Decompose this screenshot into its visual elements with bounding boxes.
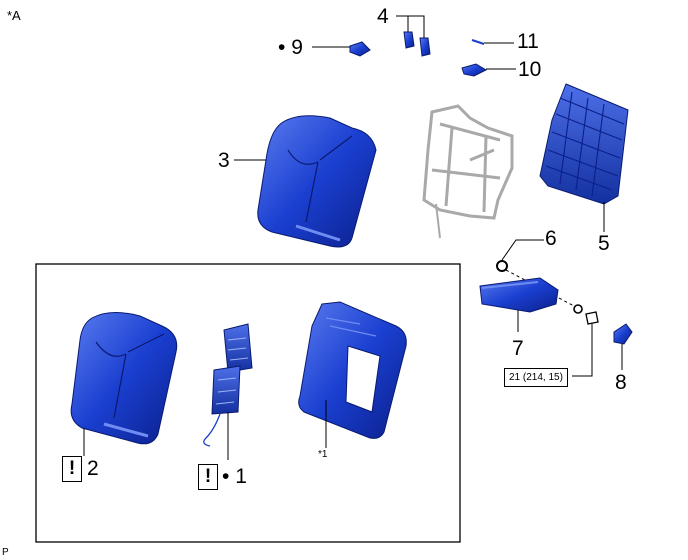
bolt xyxy=(585,311,599,325)
part-4-headrest-supports xyxy=(403,31,431,57)
callout-7: 7 xyxy=(512,337,524,360)
part-8-hinge-cover xyxy=(613,323,633,345)
part-2-seatback-cover xyxy=(70,312,178,445)
seat-frame xyxy=(422,104,514,239)
callout-1: • 1 xyxy=(222,465,247,488)
part-6-bushing xyxy=(496,260,508,272)
part-10-latch-cover xyxy=(461,63,488,77)
part-9-button-cover xyxy=(349,41,371,57)
corner-code: P xyxy=(2,547,9,558)
callout-5: 5 xyxy=(598,232,610,255)
callout-11: 11 xyxy=(517,30,539,53)
callout-10: 10 xyxy=(518,58,542,81)
callout-3: 3 xyxy=(218,149,230,172)
view-label: *A xyxy=(7,8,21,23)
callout-2: 2 xyxy=(87,457,99,480)
callout-9: • 9 xyxy=(278,36,303,59)
part-7-armrest xyxy=(479,277,559,313)
note-marker: *1 xyxy=(318,449,328,460)
part-5-seatback-pad xyxy=(539,83,629,205)
warning-icon: ! xyxy=(198,464,218,490)
seatback-frame-cover xyxy=(298,301,407,439)
washer xyxy=(573,304,583,314)
callout-6: 6 xyxy=(545,227,557,250)
part-11-clip xyxy=(471,39,485,45)
callout-8: 8 xyxy=(615,371,627,394)
callout-4: 4 xyxy=(377,5,389,28)
part-1-heater-element xyxy=(203,323,253,447)
part-3-seatback-cushion xyxy=(257,115,377,248)
warning-icon: ! xyxy=(62,456,82,482)
torque-spec-box: 21 (214, 15) xyxy=(504,368,568,387)
detail-frame xyxy=(35,263,461,543)
